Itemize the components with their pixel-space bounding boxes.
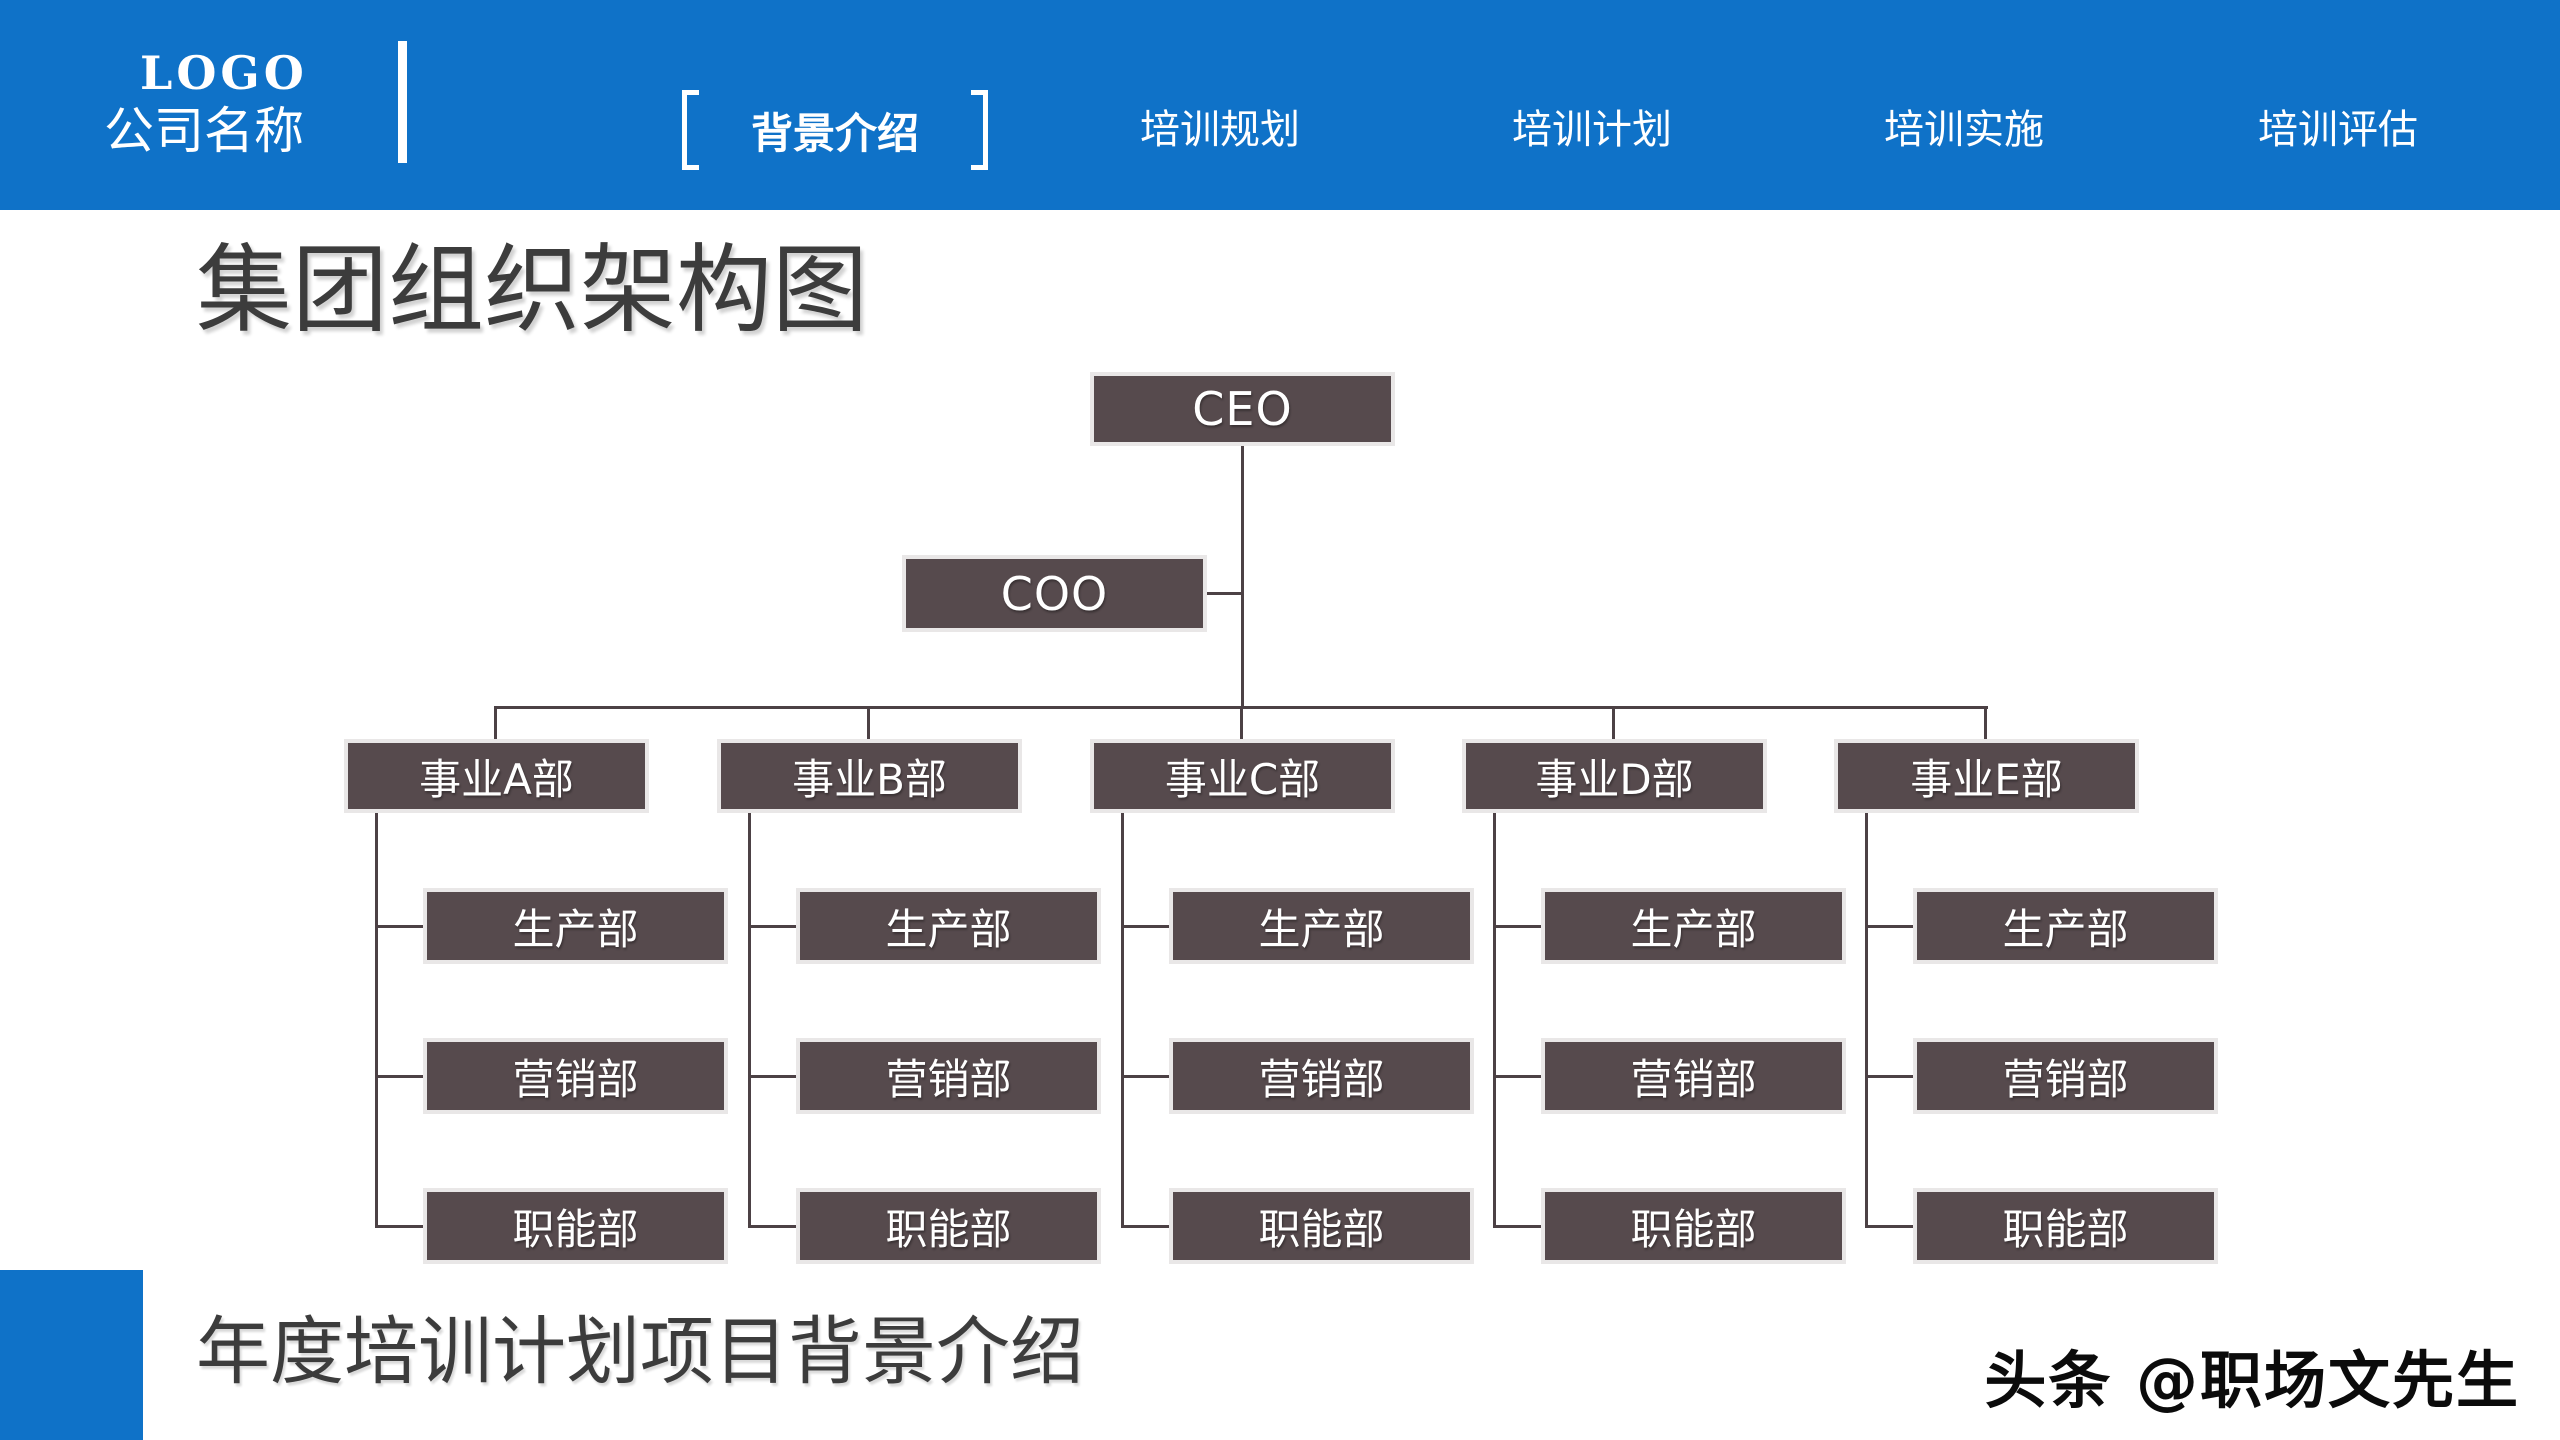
nav-item-background-intro[interactable]: 背景介绍 <box>681 88 989 172</box>
footer-caption: 年度培训计划项目背景介绍 <box>196 1309 1084 1395</box>
org-node-department: 职能部 <box>423 1188 728 1264</box>
org-node-division: 事业C部 <box>1090 739 1395 813</box>
org-node-department: 生产部 <box>1913 888 2218 964</box>
active-bracket-left-icon <box>681 90 699 170</box>
org-node-department: 职能部 <box>1169 1188 1474 1264</box>
nav-item-training-implementation[interactable]: 培训实施 <box>1884 107 2044 153</box>
nav-item-training-planning[interactable]: 培训规划 <box>1140 107 1300 153</box>
org-node-division: 事业D部 <box>1462 739 1767 813</box>
connector-ceo-trunk <box>1241 446 1244 706</box>
nav-item-training-plan[interactable]: 培训计划 <box>1512 107 1672 153</box>
org-node-department: 营销部 <box>1913 1038 2218 1114</box>
org-node-division: 事业A部 <box>344 739 649 813</box>
connector-column-line <box>1865 813 1868 1228</box>
org-node-department: 生产部 <box>1541 888 1846 964</box>
connector-dept-stub <box>1121 925 1171 928</box>
header-divider <box>398 41 407 163</box>
connector-dept-stub <box>748 1225 798 1228</box>
org-node-department: 生产部 <box>796 888 1101 964</box>
connector-dept-stub <box>1865 1075 1915 1078</box>
connector-drop <box>867 706 870 741</box>
nav-item-label: 背景介绍 <box>750 108 920 158</box>
org-node-department: 营销部 <box>1169 1038 1474 1114</box>
org-node-department: 职能部 <box>1541 1188 1846 1264</box>
connector-dept-stub <box>1865 925 1915 928</box>
connector-dept-stub <box>375 1075 425 1078</box>
org-node-division: 事业E部 <box>1834 739 2139 813</box>
connector-drop <box>1984 706 1987 741</box>
connector-column-line <box>375 813 378 1228</box>
connector-drop <box>1240 706 1243 741</box>
connector-column-line <box>1493 813 1496 1228</box>
org-node-coo: COO <box>902 555 1207 632</box>
connector-dept-stub <box>1121 1225 1171 1228</box>
footer-accent-square <box>0 1270 143 1440</box>
connector-dept-stub <box>1121 1075 1171 1078</box>
page-title: 集团组织架构图 <box>196 234 868 346</box>
org-node-department: 营销部 <box>1541 1038 1846 1114</box>
company-name: 公司名称 <box>104 102 304 160</box>
org-node-department: 营销部 <box>796 1038 1101 1114</box>
watermark: 头条 @职场文先生 <box>1984 1344 2520 1417</box>
org-node-division: 事业B部 <box>717 739 1022 813</box>
org-node-ceo: CEO <box>1090 372 1395 446</box>
org-node-department: 生产部 <box>423 888 728 964</box>
logo: LOGO <box>140 46 308 100</box>
connector-dept-stub <box>1865 1225 1915 1228</box>
connector-dept-stub <box>1493 1225 1543 1228</box>
org-node-department: 营销部 <box>423 1038 728 1114</box>
nav-item-training-evaluation[interactable]: 培训评估 <box>2258 107 2418 153</box>
connector-column-line <box>748 813 751 1228</box>
connector-dept-stub <box>375 925 425 928</box>
connector-dept-stub <box>1493 925 1543 928</box>
connector-coo-stub <box>1207 592 1241 595</box>
org-node-department: 职能部 <box>1913 1188 2218 1264</box>
connector-dept-stub <box>375 1225 425 1228</box>
connector-dept-stub <box>748 925 798 928</box>
connector-drop <box>494 706 497 741</box>
org-node-department: 生产部 <box>1169 888 1474 964</box>
org-node-department: 职能部 <box>796 1188 1101 1264</box>
connector-column-line <box>1121 813 1124 1228</box>
header-bar: LOGO 公司名称 背景介绍 培训规划 培训计划 培训实施 培训评估 <box>0 0 2560 210</box>
connector-dept-stub <box>1493 1075 1543 1078</box>
connector-dept-stub <box>748 1075 798 1078</box>
connector-drop <box>1612 706 1615 741</box>
active-bracket-right-icon <box>971 90 989 170</box>
